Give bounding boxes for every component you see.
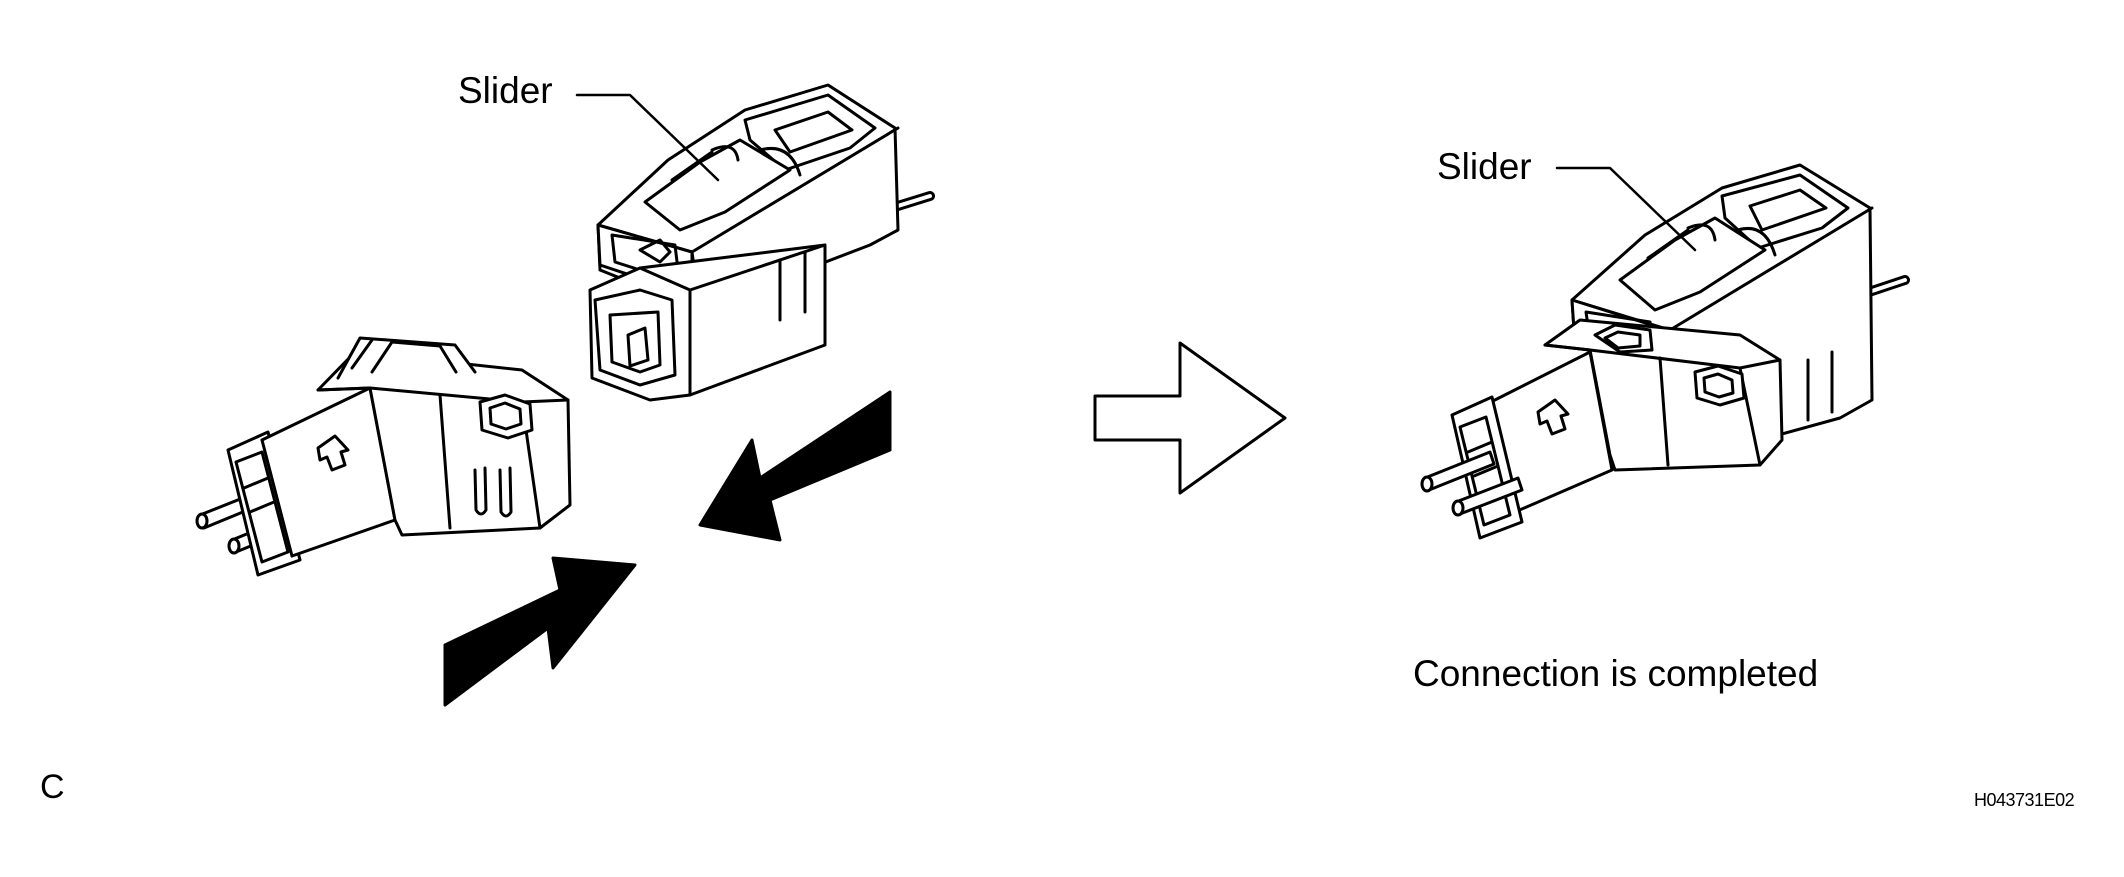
male-pins-right [1420,450,1524,517]
assembled-connector-right [1420,163,1910,540]
connection-caption: Connection is completed [1413,653,1819,694]
insert-arrow-from-left [443,556,637,707]
male-connector-left [195,336,572,577]
male-arrow-mark-left [316,434,350,472]
slider-leader-right [1555,166,1697,252]
female-connector-left [588,83,935,402]
figure-code: H043731E02 [1974,790,2075,810]
result-arrow [1093,341,1287,495]
panel-letter: C [40,768,65,806]
male-nose-right [1483,350,1614,514]
slider-label-left: Slider [458,70,553,111]
slider-label-right: Slider [1437,146,1532,187]
male-flange-left [226,430,302,577]
slider-leader-left [575,93,720,182]
insert-arrow-from-right [698,390,892,542]
